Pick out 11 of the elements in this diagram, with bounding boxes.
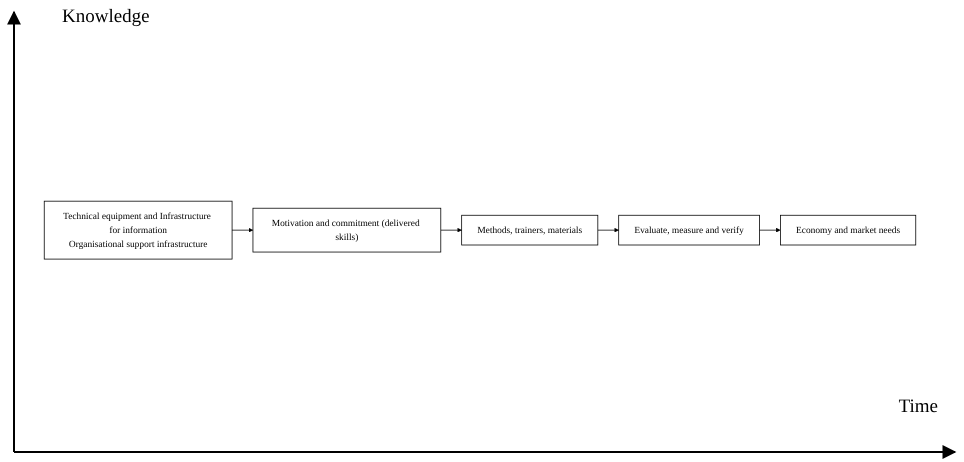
node-box: Motivation and commitment (delivered skills) — [252, 208, 442, 252]
node-box: Evaluate, measure and verify — [618, 214, 760, 246]
axis-label: Time — [898, 396, 938, 418]
node-box: Economy and market needs — [780, 214, 916, 246]
node-box: Methods, trainers, materials — [461, 214, 598, 246]
arrow — [440, 228, 462, 232]
node-box: Technical equipment and Infrastructure for information Organisational support infrastructure — [44, 200, 232, 260]
arrow — [232, 228, 254, 232]
axis-label: Knowledge — [62, 6, 150, 28]
arrow — [759, 228, 781, 232]
arrow — [597, 228, 619, 232]
